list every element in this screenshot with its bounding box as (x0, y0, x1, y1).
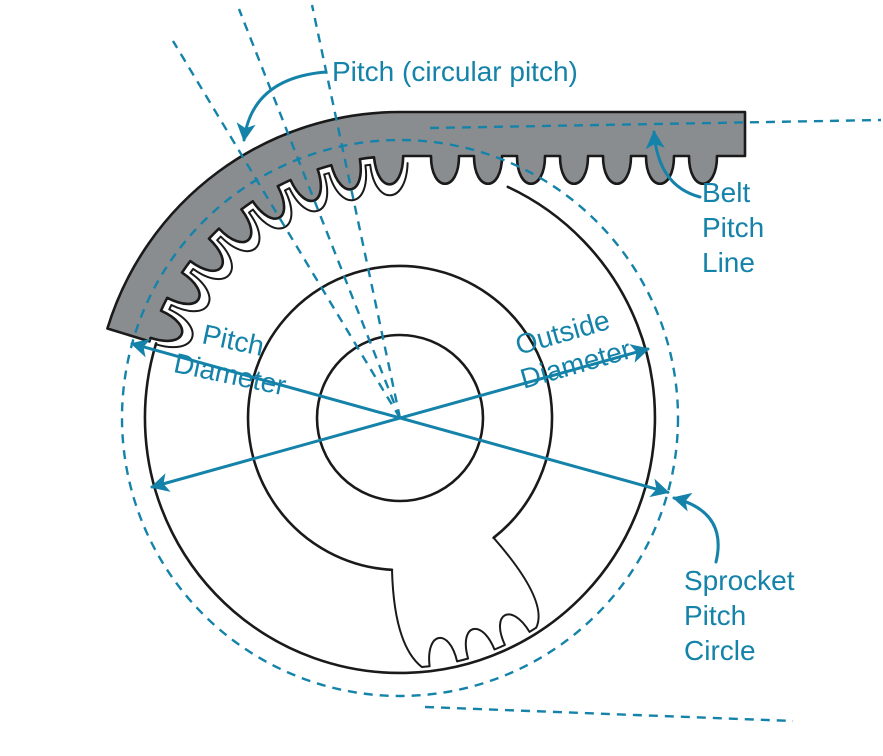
belt-pitch-line-label-line1: Belt (702, 177, 750, 208)
belt-pitch-line-dashed (429, 118, 882, 130)
sprocket-pitch-circle-dashed (120, 138, 680, 698)
sprocket-pitch-circle-leader-arrow (672, 492, 720, 564)
sprocket-pitch-circle-label: Sprocket Pitch Circle (684, 565, 802, 666)
bottom-tangent-line-dashed (424, 705, 794, 723)
belt-pitch-line-leader-arrow (645, 130, 702, 199)
tooth-profile-cutaway (391, 536, 540, 668)
pitch-diameter-label-line2: Diameter (171, 347, 289, 401)
pitch-leader-arrow (236, 70, 328, 142)
sprocket-outer-circle (143, 185, 657, 675)
pitch-label: Pitch (circular pitch) (332, 56, 578, 87)
outside-diameter-arrow (150, 344, 650, 492)
belt-pitch-line-label: Belt Pitch Line (702, 177, 772, 278)
sprocket-pitch-circle-label-line1: Sprocket (684, 565, 795, 596)
outside-diameter-label: Outside Diameter (507, 301, 634, 395)
sprocket-pitch-circle-label-line3: Circle (684, 635, 756, 666)
sprocket-groove-profile (154, 162, 409, 349)
timing-belt (106, 110, 747, 343)
belt-pitch-line-label-line3: Line (702, 247, 755, 278)
belt-pitch-line-label-line2: Pitch (702, 212, 764, 243)
sprocket-pitch-circle-label-line2: Pitch (684, 600, 746, 631)
